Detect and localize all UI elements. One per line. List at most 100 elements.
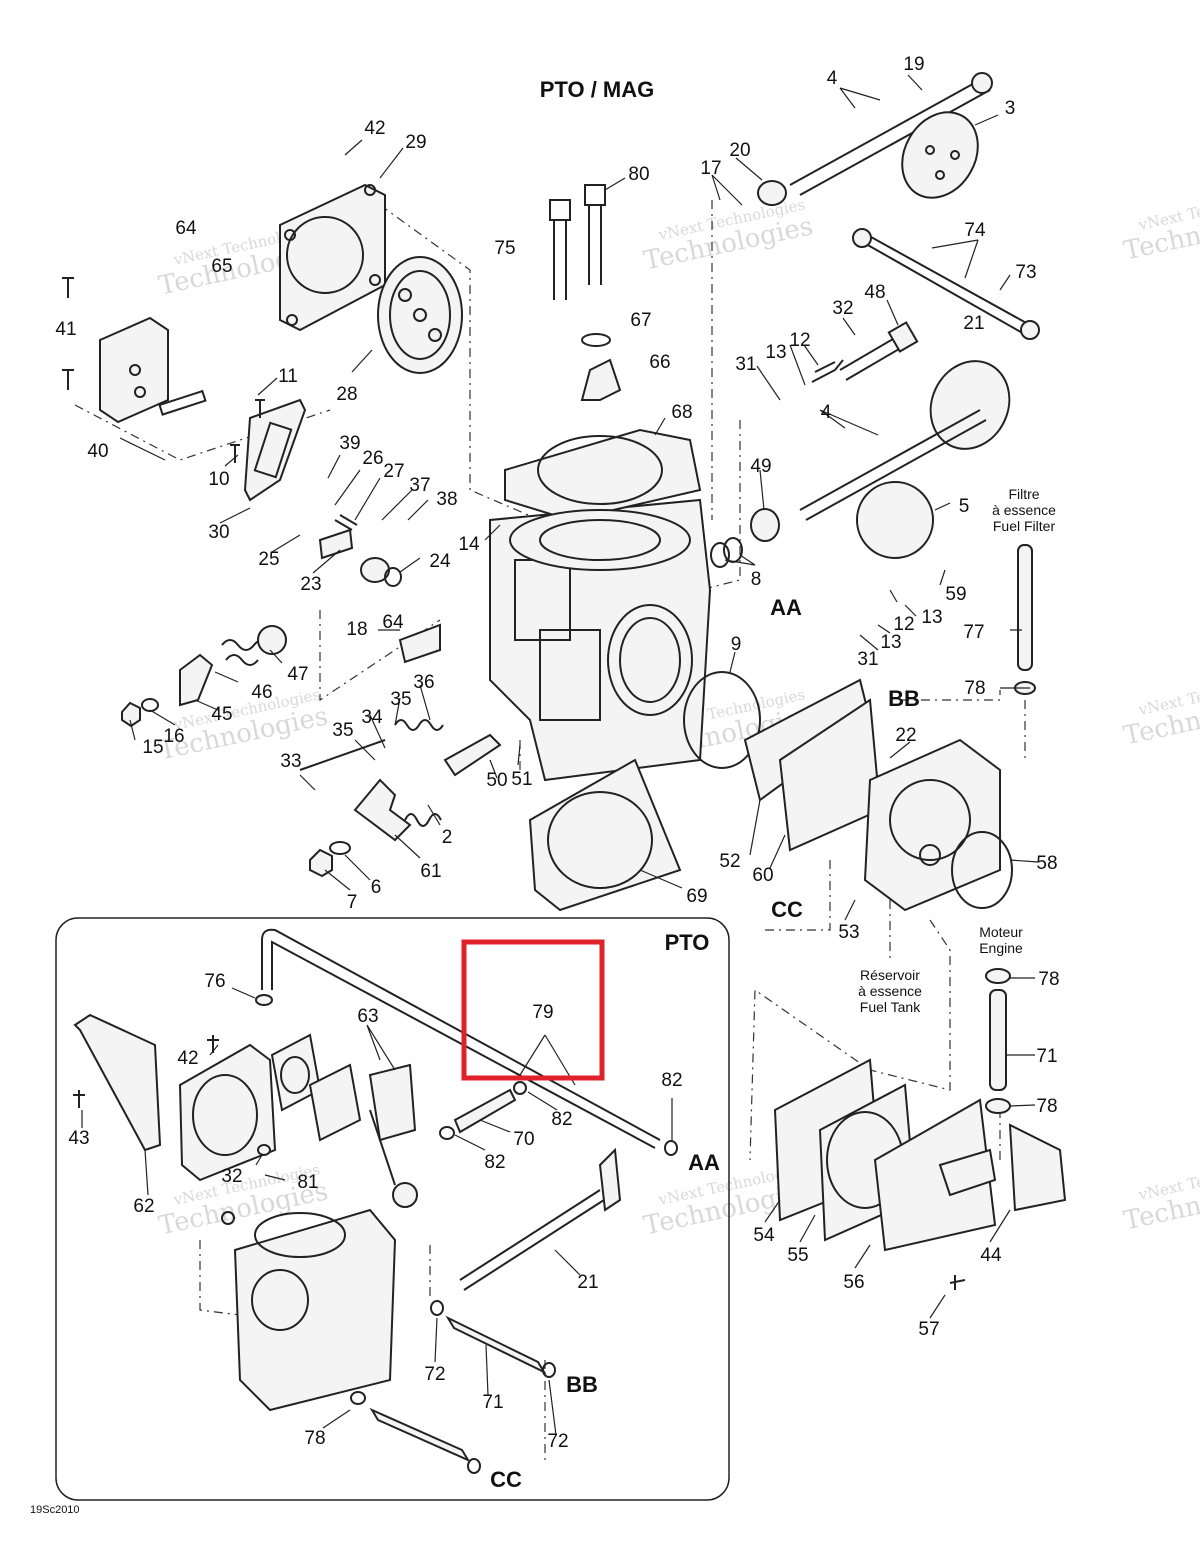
highlight-box bbox=[461, 939, 605, 1081]
part-label: 4 bbox=[821, 402, 832, 423]
part-label: 17 bbox=[700, 158, 721, 179]
part-label: 74 bbox=[964, 220, 986, 241]
connection-label-aa: AA bbox=[688, 1150, 720, 1175]
part-label: 72 bbox=[547, 1431, 568, 1452]
connection-label-cc: CC bbox=[490, 1467, 522, 1492]
part-label: 34 bbox=[361, 707, 383, 728]
part-label: 31 bbox=[735, 354, 756, 375]
part-label: 43 bbox=[68, 1128, 89, 1149]
part-label: 71 bbox=[482, 1392, 503, 1413]
main-exploded-view bbox=[62, 72, 1040, 912]
gasket-29 bbox=[279, 183, 386, 332]
part-label: 41 bbox=[55, 319, 76, 340]
part-label: 20 bbox=[729, 140, 750, 161]
part-label: 80 bbox=[628, 164, 649, 185]
part-label: 37 bbox=[409, 475, 430, 496]
fuel-filter-caption: à essence bbox=[992, 502, 1056, 518]
part-label: 38 bbox=[436, 489, 457, 510]
connection-label-bb: BB bbox=[888, 686, 920, 711]
inset-part-labels: 76 63 79 82 42 43 70 82 82 32 81 62 21 7… bbox=[68, 971, 720, 1492]
part-label: 23 bbox=[300, 574, 321, 595]
part-label: 13 bbox=[880, 632, 901, 653]
part-label: 11 bbox=[278, 366, 298, 387]
part-label: 13 bbox=[765, 342, 786, 363]
part-label: 82 bbox=[551, 1109, 572, 1130]
fuel-filter-caption: Fuel Filter bbox=[993, 518, 1056, 534]
pump-cover-53 bbox=[863, 738, 1001, 912]
part-label: 7 bbox=[347, 892, 358, 913]
part-label: 25 bbox=[258, 549, 279, 570]
part-label: 26 bbox=[362, 448, 383, 469]
part-label: 4 bbox=[827, 68, 838, 89]
part-label: 78 bbox=[304, 1428, 325, 1449]
part-label: 31 bbox=[857, 649, 878, 670]
part-label: 82 bbox=[661, 1070, 682, 1091]
connection-label-aa: AA bbox=[770, 595, 802, 620]
assembly-lines bbox=[74, 200, 1026, 1460]
inset-title: PTO bbox=[665, 930, 710, 955]
part-label: 29 bbox=[405, 132, 426, 153]
captions: Filtre à essence Fuel Filter Moteur Engi… bbox=[858, 486, 1056, 1015]
part-label: 12 bbox=[789, 330, 810, 351]
part-label: 67 bbox=[630, 310, 651, 331]
part-label: 36 bbox=[413, 672, 434, 693]
part-label: 57 bbox=[918, 1319, 939, 1340]
part-label: 42 bbox=[177, 1048, 198, 1069]
part-label: 51 bbox=[511, 769, 532, 790]
part-label: 21 bbox=[577, 1272, 598, 1293]
part-label: 52 bbox=[719, 851, 740, 872]
part-label: 40 bbox=[87, 441, 108, 462]
part-label: 61 bbox=[420, 861, 441, 882]
engine-caption: Engine bbox=[979, 940, 1023, 956]
part-label: 28 bbox=[336, 384, 357, 405]
part-label: 35 bbox=[332, 720, 353, 741]
part-label: 12 bbox=[893, 614, 914, 635]
part-label: 82 bbox=[484, 1152, 505, 1173]
fuel-tank-caption: à essence bbox=[858, 983, 922, 999]
fuel-filter-77 bbox=[1017, 544, 1033, 671]
part-label: 10 bbox=[208, 469, 229, 490]
part-label: 5 bbox=[959, 496, 970, 517]
lower-right-group bbox=[773, 968, 1067, 1290]
part-label: 8 bbox=[751, 569, 762, 590]
part-label: 60 bbox=[752, 865, 773, 886]
part-label: 14 bbox=[458, 534, 480, 555]
leader-lines bbox=[81, 74, 1039, 1436]
part-label: 15 bbox=[142, 737, 163, 758]
part-label: 45 bbox=[211, 704, 232, 725]
plate-30 bbox=[243, 398, 307, 502]
fuel-tank-caption: Fuel Tank bbox=[860, 999, 921, 1015]
part-label: 56 bbox=[843, 1272, 864, 1293]
part-label: 9 bbox=[731, 634, 742, 655]
connection-label-cc: CC bbox=[771, 897, 803, 922]
part-label: 44 bbox=[980, 1245, 1002, 1266]
part-label: 50 bbox=[486, 770, 507, 791]
part-label: 49 bbox=[750, 456, 771, 477]
gasket-69 bbox=[528, 758, 682, 912]
highlighted-part-label: 79 bbox=[532, 1002, 553, 1023]
part-label: 70 bbox=[513, 1129, 534, 1150]
part-label: 72 bbox=[424, 1364, 445, 1385]
part-label: 58 bbox=[1036, 853, 1057, 874]
throttle-plate-3 bbox=[901, 111, 979, 199]
part-label: 59 bbox=[945, 584, 966, 605]
part-label: 42 bbox=[364, 118, 385, 139]
part-label: 55 bbox=[787, 1245, 808, 1266]
part-label: 13 bbox=[921, 607, 942, 628]
part-label: 2 bbox=[442, 827, 453, 848]
part-label: 35 bbox=[390, 689, 411, 710]
part-label: 30 bbox=[208, 522, 229, 543]
part-label: 21 bbox=[963, 313, 984, 334]
part-label: 78 bbox=[964, 678, 985, 699]
part-label: 54 bbox=[753, 1225, 775, 1246]
part-label: 73 bbox=[1015, 262, 1036, 283]
part-label: 71 bbox=[1036, 1046, 1057, 1067]
cover-40 bbox=[99, 316, 169, 424]
part-label: 32 bbox=[832, 298, 853, 319]
fuel-tank-caption: Réservoir bbox=[860, 967, 920, 983]
part-label: 64 bbox=[175, 218, 197, 239]
part-label: 22 bbox=[895, 725, 916, 746]
part-label: 69 bbox=[686, 886, 707, 907]
part-label: 68 bbox=[671, 402, 692, 423]
part-label: 48 bbox=[864, 282, 885, 303]
